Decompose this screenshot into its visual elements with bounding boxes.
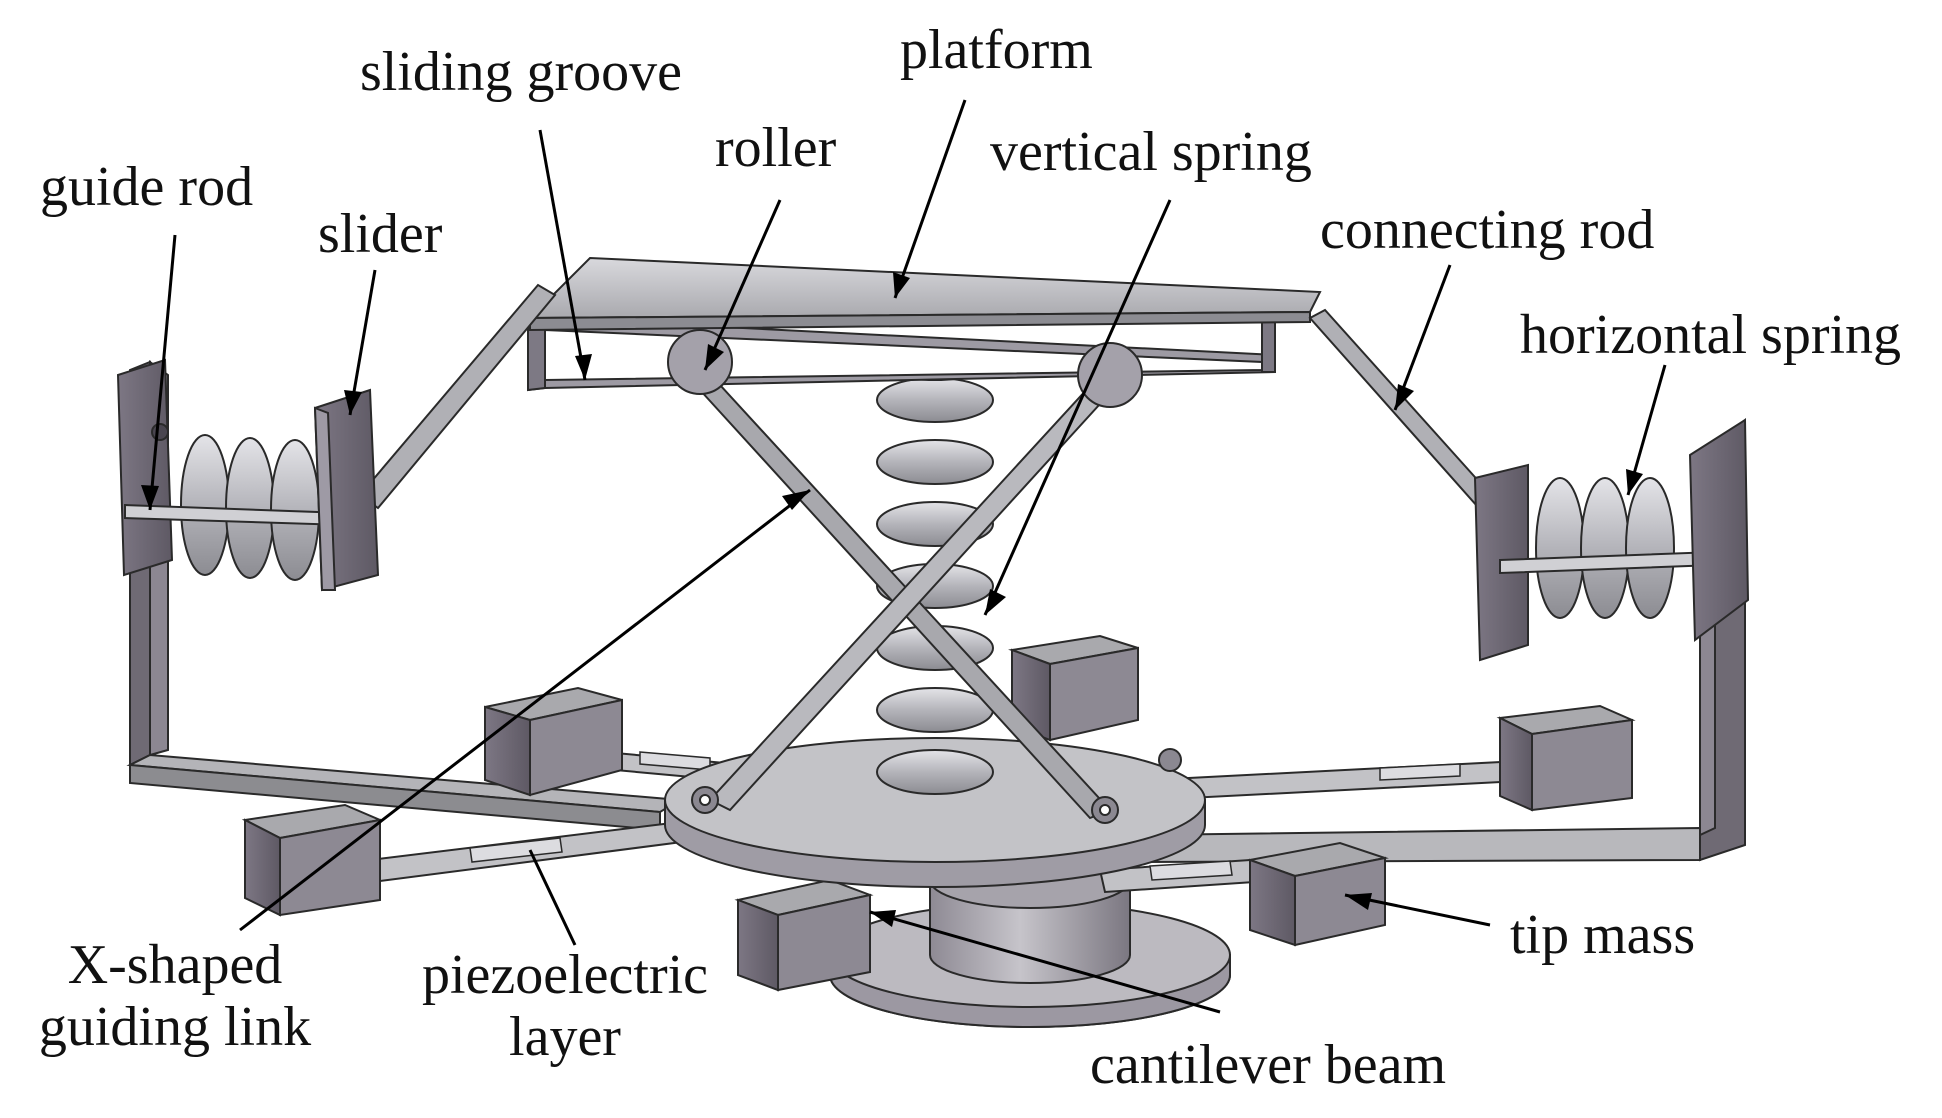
arrowhead-x-shaped-guiding-link (782, 490, 810, 510)
label-x-shaped-line2: guiding link (38, 995, 312, 1058)
arrowhead-vertical-spring (985, 589, 1006, 615)
tip-masses (241, 634, 1636, 992)
label-roller: roller (715, 117, 837, 179)
label-sliding-groove: sliding groove (360, 41, 682, 103)
platform-assembly (527, 256, 1322, 408)
arrowhead-sliding-groove (575, 354, 592, 380)
label-slider: slider (318, 203, 443, 265)
label-platform: platform (900, 19, 1093, 81)
leader-piezoelectric-layer (528, 849, 577, 946)
leader-sliding-groove (538, 129, 587, 381)
arrowhead-roller (705, 344, 724, 370)
label-vertical-spring: vertical spring (990, 121, 1312, 183)
arrowhead-connecting-rod (1395, 384, 1414, 410)
piezoelectric-layers (469, 751, 1461, 881)
leader-x-shaped-guiding-link (239, 488, 811, 932)
leader-vertical-spring (983, 199, 1172, 616)
label-guide-rod: guide rod (40, 156, 254, 218)
arrowhead-slider (344, 390, 362, 415)
leader-guide-rod (148, 234, 177, 511)
arrowhead-cantilever-beam (870, 910, 896, 927)
arrowhead-guide-rod (141, 485, 159, 510)
arrowheads (141, 272, 1643, 927)
arrowhead-horizontal-spring (1626, 469, 1643, 495)
label-piezoelectric-layer: piezoelectric layer (405, 944, 725, 1068)
label-connecting-rod: connecting rod (1320, 199, 1655, 261)
label-x-shaped-line1: X-shaped (67, 934, 283, 996)
leader-connecting-rod (1393, 264, 1452, 411)
leader-cantilever-beam (869, 910, 1221, 1014)
arrowhead-tip-mass (1345, 893, 1372, 910)
right-spring-mechanism (1473, 418, 1750, 662)
label-piezoelectric-line1: piezoelectric (421, 944, 708, 1006)
leader-slider (348, 269, 377, 416)
label-cantilever-beam: cantilever beam (1090, 1034, 1447, 1096)
leader-roller (703, 199, 782, 371)
leader-platform (893, 99, 967, 299)
left-spring-mechanism (116, 358, 380, 592)
label-x-shaped-guiding-link: X-shaped guiding link (25, 934, 325, 1058)
label-horizontal-spring: horizontal spring (1520, 304, 1902, 366)
label-tip-mass: tip mass (1510, 904, 1696, 966)
arrowhead-platform (893, 272, 910, 298)
label-piezoelectric-line2: layer (509, 1005, 621, 1068)
